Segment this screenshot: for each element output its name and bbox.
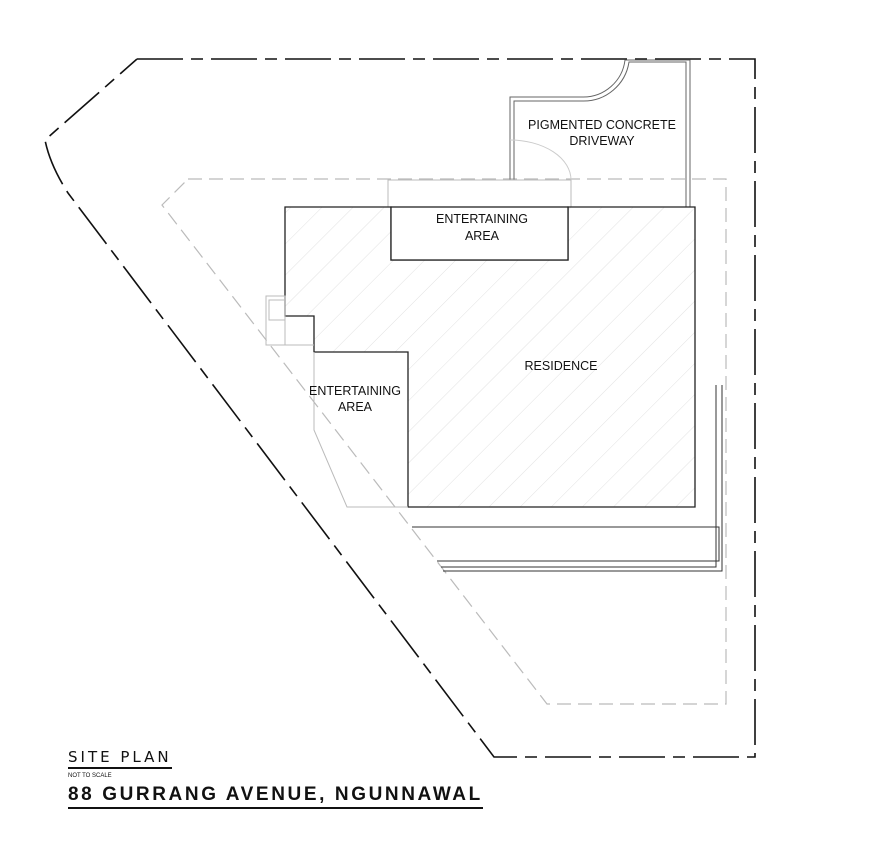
driveway <box>509 59 691 207</box>
entertaining-area-top <box>390 206 569 261</box>
entertaining-left-label-2: AREA <box>338 400 373 414</box>
entertaining-top-label-1: ENTERTAINING <box>436 212 528 226</box>
entertaining-top-label-2: AREA <box>465 229 500 243</box>
entertaining-area-left <box>313 352 408 508</box>
drawing-title: SITE PLAN <box>68 749 172 769</box>
entertaining-left-label-1: ENTERTAINING <box>309 384 401 398</box>
entertaining-top-canopy <box>387 179 572 208</box>
driveway-label-2: DRIVEWAY <box>569 134 635 148</box>
garden-paths <box>412 385 723 572</box>
property-boundary <box>44 58 756 758</box>
scale-note: NOT TO SCALE <box>68 773 112 779</box>
setback-line <box>161 178 727 705</box>
driveway-label-1: PIGMENTED CONCRETE <box>528 118 676 132</box>
side-steps <box>265 295 314 346</box>
site-address: 88 GURRANG AVENUE, NGUNNAWAL <box>68 784 483 809</box>
residence-label: RESIDENCE <box>525 359 598 373</box>
